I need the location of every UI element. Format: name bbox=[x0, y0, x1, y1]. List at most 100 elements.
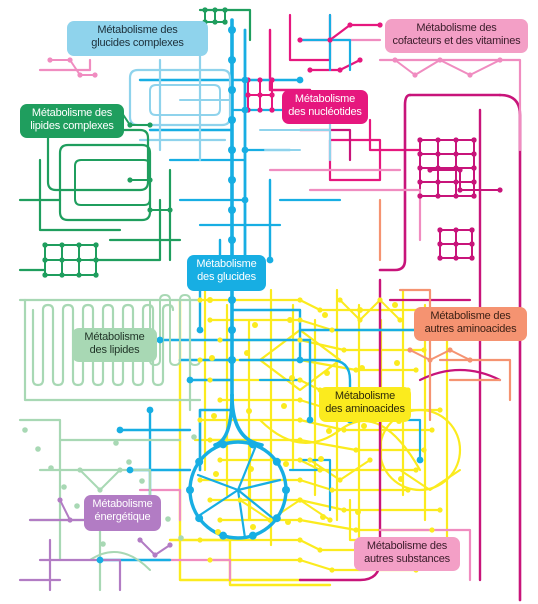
metabolite-node bbox=[178, 535, 184, 541]
metabolite-node bbox=[156, 336, 164, 344]
metabolite-node bbox=[217, 337, 223, 343]
metabolite-node bbox=[211, 413, 217, 419]
metabolite-node bbox=[317, 547, 323, 553]
metabolite-node bbox=[165, 516, 171, 522]
pathway-line bbox=[196, 446, 282, 540]
metabolite-node bbox=[429, 527, 435, 533]
metabolite-node bbox=[269, 77, 275, 83]
pathway-line bbox=[339, 299, 401, 321]
metabolite-node bbox=[337, 477, 343, 483]
metabolite-node bbox=[297, 37, 303, 43]
metabolite-node bbox=[447, 347, 453, 353]
metabolite-node bbox=[47, 57, 53, 63]
metabolite-node bbox=[469, 227, 475, 233]
label-lipides-complexes: Métabolisme des lipides complexes bbox=[20, 104, 124, 138]
pathway-line bbox=[138, 488, 182, 522]
metabolite-node bbox=[398, 476, 404, 482]
pathway-line bbox=[298, 23, 382, 42]
metabolite-node bbox=[202, 7, 208, 13]
metabolite-node bbox=[241, 106, 249, 114]
metabolite-node bbox=[248, 531, 257, 540]
metabolite-node bbox=[289, 375, 295, 381]
pathway-line bbox=[119, 109, 151, 126]
metabolite-node bbox=[326, 428, 332, 434]
metabolite-node bbox=[297, 317, 303, 323]
metabolite-node bbox=[437, 507, 443, 513]
metabolite-node bbox=[61, 484, 67, 490]
pathway-line bbox=[218, 458, 418, 472]
pathway-line bbox=[149, 294, 201, 366]
pathway-line bbox=[308, 188, 422, 242]
metabolite-node bbox=[329, 327, 335, 333]
label-lipides-complexes-line2: lipides complexes bbox=[30, 120, 114, 132]
metabolite-node bbox=[35, 446, 41, 452]
metabolite-node bbox=[367, 457, 373, 463]
pathway-line bbox=[148, 558, 232, 582]
metabolite-node bbox=[246, 408, 252, 414]
metabolite-node bbox=[197, 297, 203, 303]
metabolite-node bbox=[457, 167, 463, 173]
metabolite-node bbox=[197, 477, 203, 483]
metabolite-node bbox=[126, 459, 132, 465]
metabolite-node bbox=[497, 187, 503, 193]
metabolite-node bbox=[324, 370, 330, 376]
metabolite-node bbox=[427, 357, 433, 363]
metabolite-node bbox=[329, 567, 335, 573]
metabolite-node bbox=[147, 177, 153, 183]
metabolite-node bbox=[337, 297, 343, 303]
metabolite-node bbox=[320, 514, 326, 520]
metabolite-node bbox=[207, 317, 213, 323]
label-lipides: Métabolisme des lipides bbox=[72, 328, 157, 362]
metabolite-node bbox=[100, 541, 106, 547]
metabolite-node bbox=[147, 207, 153, 213]
metabolite-node bbox=[222, 7, 228, 13]
metabolite-node bbox=[417, 151, 423, 157]
metabolite-node bbox=[357, 307, 363, 313]
metabolite-node bbox=[297, 457, 303, 463]
metabolite-node bbox=[147, 122, 153, 128]
pathway-line bbox=[208, 498, 442, 512]
metabolite-node bbox=[357, 57, 363, 63]
pathway-line bbox=[348, 498, 402, 542]
metabolite-node bbox=[57, 497, 63, 503]
metabolite-node bbox=[228, 356, 236, 364]
pathway-line bbox=[128, 68, 232, 127]
metabolite-node bbox=[113, 440, 119, 446]
metabolite-node bbox=[212, 19, 218, 25]
metabolite-node bbox=[59, 242, 65, 248]
metabolite-node bbox=[186, 486, 194, 494]
label-cofacteurs-line1: Métabolisme des bbox=[416, 22, 497, 34]
metabolite-node bbox=[252, 322, 258, 328]
metabolite-node bbox=[287, 317, 293, 323]
metabolite-node bbox=[207, 497, 213, 503]
metabolite-node bbox=[93, 272, 99, 278]
metabolite-node bbox=[357, 317, 363, 323]
metabolite-node bbox=[96, 556, 104, 564]
pathway-line bbox=[288, 13, 332, 62]
metabolite-node bbox=[417, 137, 423, 143]
metabolite-node bbox=[297, 477, 303, 483]
metabolite-node bbox=[361, 423, 367, 429]
metabolite-node bbox=[241, 196, 249, 204]
metabolite-node bbox=[228, 326, 236, 334]
metabolite-node bbox=[269, 92, 275, 98]
metabolite-node bbox=[77, 72, 83, 78]
metabolite-node bbox=[392, 302, 398, 308]
metabolite-node bbox=[42, 242, 48, 248]
metabolite-node bbox=[471, 137, 477, 143]
metabolite-node bbox=[453, 255, 459, 261]
metabolite-node bbox=[127, 122, 133, 128]
metabolite-node bbox=[327, 517, 333, 523]
metabolite-node bbox=[228, 146, 236, 154]
metabolite-node bbox=[353, 527, 359, 533]
metabolite-node bbox=[497, 57, 503, 63]
metabolite-node bbox=[207, 557, 213, 563]
metabolite-node bbox=[394, 360, 400, 366]
label-nucleotides-line1: Métabolisme bbox=[294, 93, 356, 105]
metabolite-node bbox=[93, 242, 99, 248]
metabolite-node bbox=[471, 179, 477, 185]
pathway-line bbox=[129, 179, 171, 211]
metabolite-node bbox=[77, 467, 83, 473]
metabolite-node bbox=[341, 427, 347, 433]
pathway-line bbox=[398, 288, 432, 422]
